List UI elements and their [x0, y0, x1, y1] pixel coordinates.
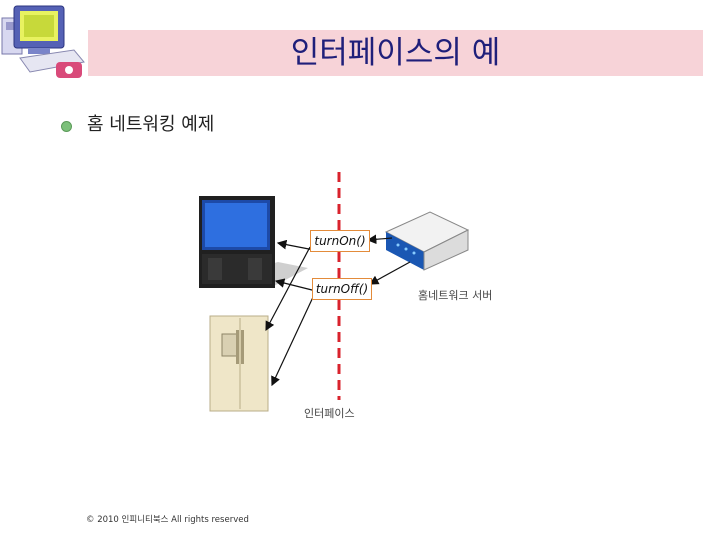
method-turnoff-label: turnOff() — [312, 278, 372, 300]
router-icon — [386, 212, 468, 270]
tv-icon — [199, 196, 308, 288]
method-turnon-label: turnOn() — [310, 230, 370, 252]
arrow-turnoff-to-fridge — [272, 295, 314, 385]
arrow-server-to-turnoff — [370, 262, 410, 284]
arrow-turnoff-to-tv — [276, 281, 316, 291]
interface-label: 인터페이스 — [304, 405, 355, 421]
server-label: 홈네트워크 서버 — [418, 287, 492, 303]
refrigerator-icon — [210, 316, 268, 411]
copyright-footer: © 2010 인피니티북스 All rights reserved — [86, 513, 249, 525]
